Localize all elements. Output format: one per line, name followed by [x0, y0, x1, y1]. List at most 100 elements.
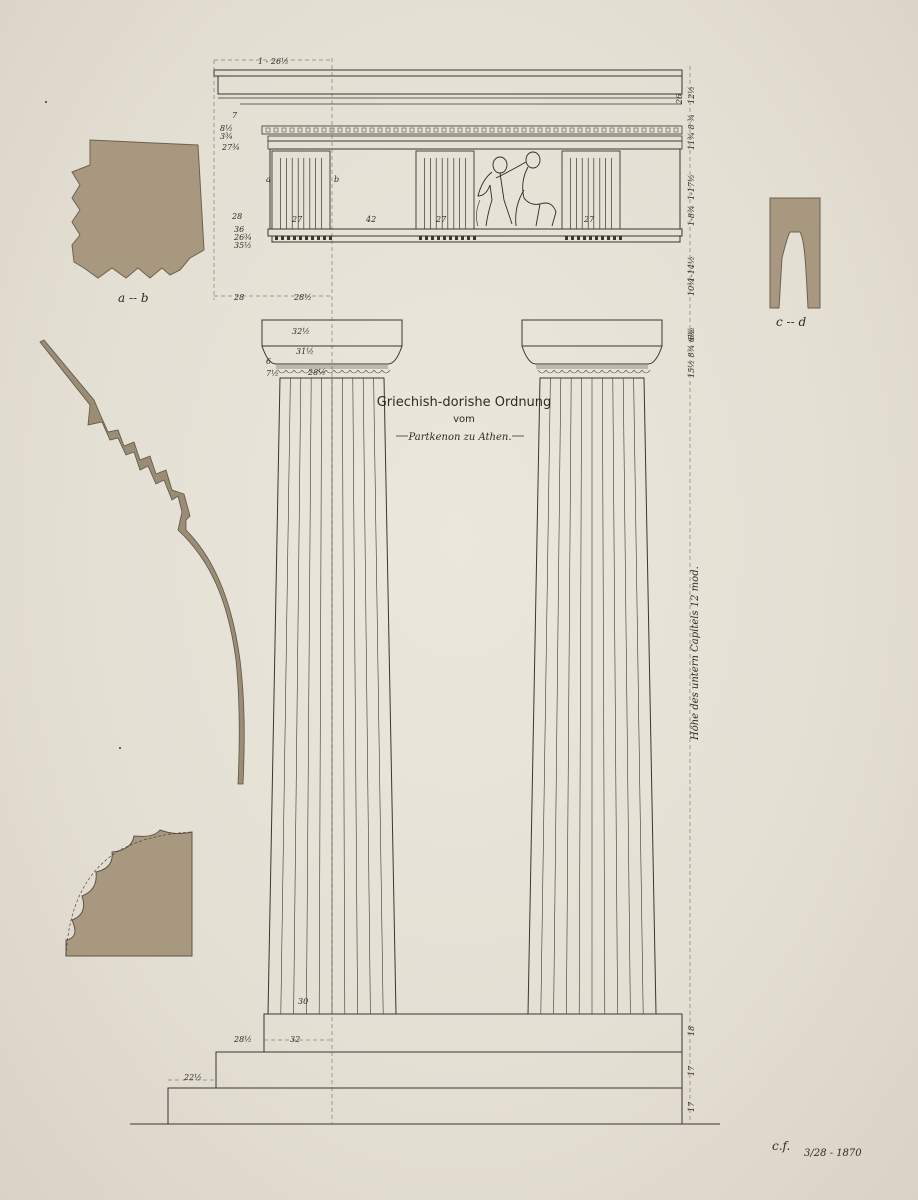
flute-line	[293, 377, 302, 1015]
mutule-dentil	[409, 127, 415, 133]
dim-capital-4: 7½	[266, 369, 279, 378]
mutule-dentil	[457, 127, 463, 133]
dim-left-6: 36	[234, 225, 244, 234]
dim-capital-5: 28½	[307, 368, 326, 377]
flute-top	[553, 369, 563, 374]
flute-top	[633, 369, 643, 374]
dim-top-width: 1 - 26½	[258, 57, 289, 66]
dim-below-frieze-1: 28	[233, 293, 244, 302]
label-ab: a -- b	[118, 291, 149, 305]
mutule-dentil	[369, 127, 375, 133]
mutule-dentil	[529, 127, 535, 133]
column-right	[521, 319, 663, 1015]
dim-shaft-base: 30	[298, 997, 308, 1006]
gutta	[577, 236, 580, 240]
flute-line	[352, 377, 358, 1015]
dimension-labels: 1 - 26½ 7 8½ 3¾ 27¾ 28 36 26¾ 35½ a b 27…	[183, 57, 701, 1112]
flute-section-guide	[65, 831, 193, 957]
gutta	[461, 236, 464, 240]
title-line1: Griechish-dorishe Ordnung	[377, 395, 552, 410]
gutta	[467, 236, 470, 240]
dim-left-2: 8½	[220, 124, 233, 133]
mutule-dentil	[657, 127, 663, 133]
flute-top	[593, 369, 603, 374]
vertical-note: Höhe des untern Capitels 12 mod.	[690, 566, 701, 741]
mutule-dentil	[625, 127, 631, 133]
flute-top	[625, 369, 635, 374]
gutta	[281, 236, 284, 240]
gutta	[443, 236, 446, 240]
mutule-dentil	[465, 127, 471, 133]
mutule-dentil	[617, 127, 623, 133]
signature-initials: c.f.	[772, 1139, 790, 1153]
mutule-dentil	[297, 127, 303, 133]
gutta	[619, 236, 622, 240]
flute-top	[601, 369, 611, 374]
mutule-dentil	[545, 127, 551, 133]
gutta	[305, 236, 308, 240]
dim-left-1: 7	[232, 111, 238, 120]
gutta	[317, 236, 320, 240]
gutta	[275, 236, 278, 240]
flute-top	[341, 369, 351, 374]
guttae	[275, 236, 622, 240]
abacus	[521, 319, 663, 347]
gutta	[583, 236, 586, 240]
flute-line	[612, 377, 618, 1015]
gutta	[329, 236, 332, 240]
flute-top	[545, 369, 555, 374]
architrave	[271, 235, 681, 243]
mutule-dentil	[281, 127, 287, 133]
column-left	[261, 319, 403, 1015]
profile-ab-block	[71, 139, 205, 279]
dim-capital-1: 32½	[292, 327, 310, 336]
dim-step-upper-1: 28½	[233, 1035, 252, 1044]
mutule-dentil	[649, 127, 655, 133]
dim-left-5: 28	[231, 212, 242, 221]
mutule-dentils	[265, 127, 679, 133]
gutta	[449, 236, 452, 240]
flute-top	[585, 369, 595, 374]
flute-top	[317, 369, 327, 374]
mutule-dentil	[385, 127, 391, 133]
flute-section	[65, 829, 193, 957]
flute-top	[381, 369, 391, 374]
mutule-dentil	[497, 127, 503, 133]
dim-right-1: 26	[675, 94, 684, 105]
flute-line	[566, 377, 572, 1015]
gutta	[565, 236, 568, 240]
dim-capital-2: 31½	[296, 347, 314, 356]
flute-line	[578, 377, 582, 1015]
gutta	[595, 236, 598, 240]
dim-right-8: 6½	[687, 327, 696, 340]
flute-top	[285, 369, 295, 374]
flute-line	[342, 377, 346, 1015]
label-cd: c -- d	[776, 315, 806, 329]
step-middle	[215, 1051, 683, 1089]
dim-step-lower: 22½	[183, 1073, 202, 1082]
profile-cd-block	[769, 197, 821, 309]
flute-line	[633, 377, 644, 1015]
capital-profile-curve	[39, 339, 245, 785]
title-block: Griechish-dorishe Ordnung vom Partkenon …	[377, 395, 552, 443]
mutule-dentil	[337, 127, 343, 133]
mutule-dentil	[593, 127, 599, 133]
flute-top	[569, 369, 579, 374]
flute-line	[306, 377, 312, 1015]
flute-line	[540, 377, 551, 1015]
dim-right-9: 15½ 8¾ 6½	[687, 329, 696, 378]
mutule-dentil	[633, 127, 639, 133]
crepidoma	[130, 1013, 720, 1125]
gutta	[473, 236, 476, 240]
mutule-dentil	[553, 127, 559, 133]
gutta	[613, 236, 616, 240]
gutta	[425, 236, 428, 240]
construction-lines	[168, 58, 691, 1124]
gutta	[299, 236, 302, 240]
mutule-dentil	[345, 127, 351, 133]
flute-top	[617, 369, 627, 374]
mutule-dentil	[305, 127, 311, 133]
flute-top	[577, 369, 587, 374]
dim-right-6: 1-14½	[687, 256, 696, 282]
